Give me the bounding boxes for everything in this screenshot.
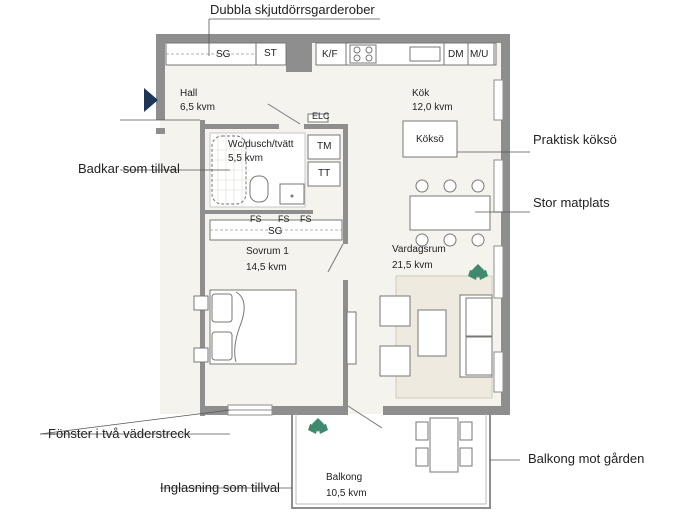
room-kitchen-area: 12,0 kvm bbox=[412, 102, 453, 113]
callout-glazing: Inglasning som tillval bbox=[160, 480, 280, 495]
label-kf: K/F bbox=[322, 49, 338, 60]
label-mu: M/U bbox=[470, 49, 489, 60]
room-balcony-area: 10,5 kvm bbox=[326, 488, 367, 499]
label-tm: TM bbox=[317, 141, 332, 152]
kitchen-counter bbox=[315, 42, 497, 66]
leader-lines bbox=[39, 18, 530, 489]
callout-window: Fönster i två väderstreck bbox=[48, 426, 191, 441]
callout-wardrobes: Dubbla skjutdörrsgarderober bbox=[210, 2, 375, 17]
label-tt: TT bbox=[318, 168, 331, 179]
plant-balcony bbox=[308, 418, 328, 434]
living-furniture bbox=[346, 294, 493, 378]
balcony-table bbox=[415, 417, 473, 473]
room-bath-name: Wc/dusch/tvätt bbox=[228, 139, 294, 150]
bed bbox=[193, 289, 297, 365]
callout-dining: Stor matplats bbox=[533, 195, 610, 210]
label-dm: DM bbox=[448, 49, 464, 60]
dining-set bbox=[409, 179, 491, 247]
callout-balcony-yard: Balkong mot gården bbox=[528, 451, 645, 466]
label-sg-hall: SG bbox=[216, 49, 231, 60]
label-sg-bedroom: SG bbox=[268, 226, 283, 237]
callout-kitchen-island: Praktisk köksö bbox=[533, 132, 617, 147]
callout-bathtub: Badkar som tillval bbox=[78, 161, 180, 176]
room-living-area: 21,5 kvm bbox=[392, 260, 433, 271]
label-fs-3: FS bbox=[300, 214, 312, 224]
room-hall-area: 6,5 kvm bbox=[180, 102, 216, 113]
room-bedroom-area: 14,5 kvm bbox=[246, 262, 287, 273]
kitchen-island-shape bbox=[402, 120, 458, 158]
label-fs-2: FS bbox=[278, 214, 290, 224]
interior-walls bbox=[203, 124, 348, 406]
room-balcony-name: Balkong bbox=[326, 472, 363, 483]
room-bedroom-name: Sovrum 1 bbox=[246, 246, 289, 257]
room-bath-area: 5,5 kvm bbox=[228, 153, 264, 164]
balcony-outline bbox=[291, 414, 491, 509]
room-hall-name: Hall bbox=[180, 88, 198, 99]
windows-right bbox=[493, 79, 504, 393]
plant-living bbox=[468, 264, 488, 280]
room-living-name: Vardagsrum bbox=[392, 244, 446, 255]
label-island: Köksö bbox=[416, 134, 444, 145]
room-kitchen-name: Kök bbox=[412, 88, 430, 99]
label-fs-1: FS bbox=[250, 214, 262, 224]
label-elc: ELC bbox=[312, 111, 330, 121]
label-st: ST bbox=[264, 48, 277, 59]
entry-arrow-icon bbox=[144, 88, 158, 112]
